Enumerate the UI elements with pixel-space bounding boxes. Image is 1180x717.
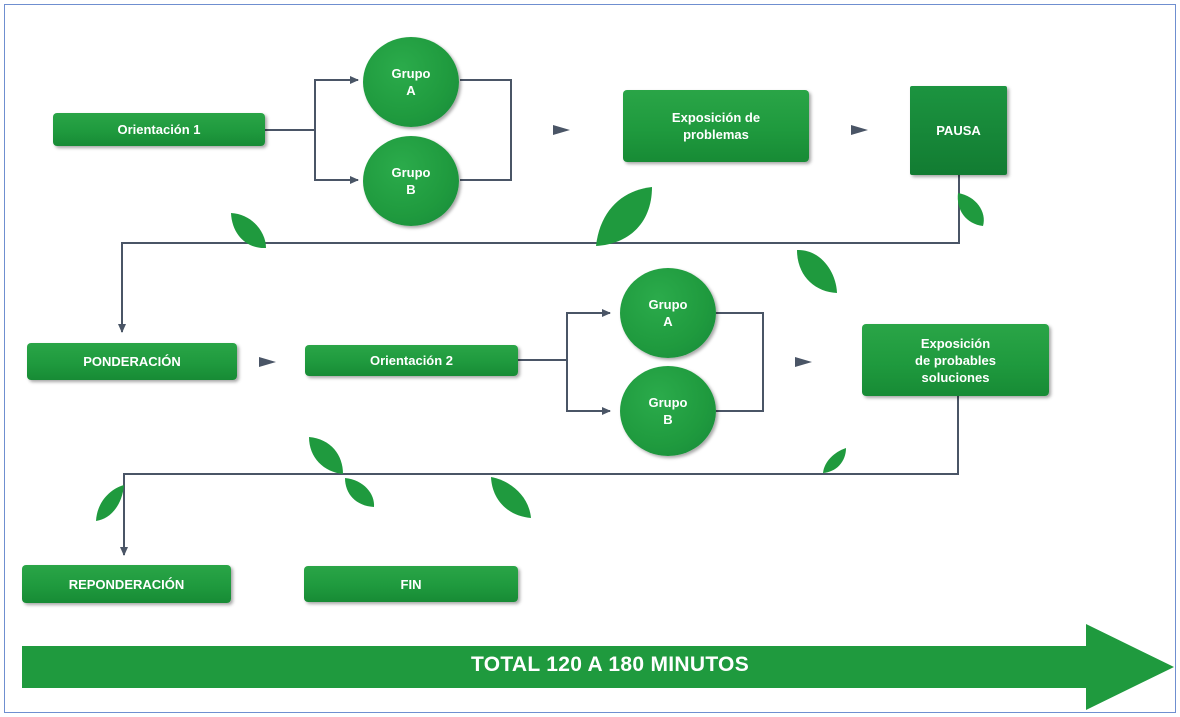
arrow-head-1 [553, 125, 570, 135]
diagram-frame [4, 4, 1176, 713]
connector-soluciones-to-reponderacion [120, 396, 959, 556]
leaf-icon [491, 477, 531, 518]
leaf-icon [823, 448, 846, 473]
node-grupo-b-2: Grupo B [620, 366, 716, 456]
node-grupo-a-2: Grupo A [620, 268, 716, 358]
node-reponderacion: REPONDERACIÓN [22, 565, 231, 603]
leaf-icon [231, 213, 266, 249]
node-pausa: PAUSA [910, 86, 1007, 175]
connector-to-grupo-a2 [566, 309, 611, 360]
connector-grupo-a1-merge [460, 79, 512, 181]
leaf-icon [797, 249, 837, 293]
leaf-icon [596, 187, 652, 246]
arrow-head-2 [851, 125, 868, 135]
leaf-icon [96, 485, 124, 521]
connector-pausa-to-ponderacion [118, 175, 960, 333]
node-orientacion-2: Orientación 2 [305, 345, 518, 376]
node-ponderacion: PONDERACIÓN [27, 343, 237, 380]
node-exposicion-soluciones: Exposición de probables soluciones [862, 324, 1049, 396]
arrow-head-3 [259, 357, 276, 367]
connector-grupo-a2-merge [716, 312, 764, 412]
total-duration-label: TOTAL 120 A 180 MINUTOS [470, 653, 750, 676]
node-fin: FIN [304, 566, 518, 602]
connector-to-grupo-b2 [566, 360, 611, 415]
leaf-icon [309, 437, 343, 474]
node-orientacion-1: Orientación 1 [53, 113, 265, 146]
arrow-head-4 [795, 357, 812, 367]
connector-to-grupo-b1 [314, 130, 359, 184]
node-exposicion-problemas: Exposición de problemas [623, 90, 809, 162]
node-grupo-b-1: Grupo B [363, 136, 459, 226]
leaf-icon [345, 478, 375, 507]
total-duration-arrow [22, 624, 1174, 710]
node-grupo-a-1: Grupo A [363, 37, 459, 127]
leaf-icon [957, 193, 984, 226]
connector-to-grupo-a1 [314, 76, 359, 130]
